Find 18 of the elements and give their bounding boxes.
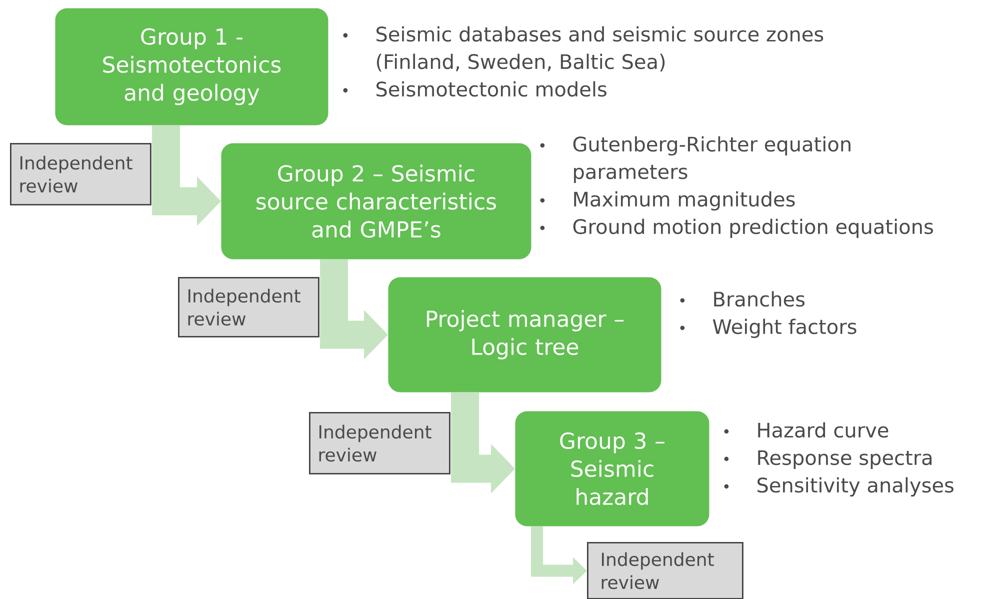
review-box: Independent review	[309, 412, 450, 474]
bullet-item: Sensitivity analyses	[724, 477, 954, 497]
bullet-item: Response spectra	[724, 450, 932, 470]
bullet-item: Seismotectonic models	[343, 81, 606, 97]
bullet-item: Weight factors	[680, 318, 856, 338]
bullet-item: Hazard curve	[724, 422, 888, 438]
review-box: Independent review	[587, 542, 744, 599]
group-box: Group 2 – Seismic source characteristics and GMPE’s	[221, 143, 532, 260]
group-box: Group 3 – Seismic hazard	[515, 411, 710, 526]
bullet-item: Gutenberg-Richter equation parameters	[540, 136, 850, 184]
bullet-item: Maximum magnitudes	[540, 191, 795, 211]
bullet-item: Branches	[680, 291, 805, 307]
bullet-item: Seismic databases and seismic source zones (Finland, Sweden, Baltic Sea)	[343, 26, 824, 72]
group-box: Project manager – Logic tree	[388, 277, 662, 392]
review-box: Independent review	[10, 143, 152, 206]
review-box: Independent review	[178, 277, 320, 338]
group-box: Group 1 - Seismotectonics and geology	[55, 8, 328, 126]
bullet-item: Ground motion prediction equations	[540, 218, 933, 238]
